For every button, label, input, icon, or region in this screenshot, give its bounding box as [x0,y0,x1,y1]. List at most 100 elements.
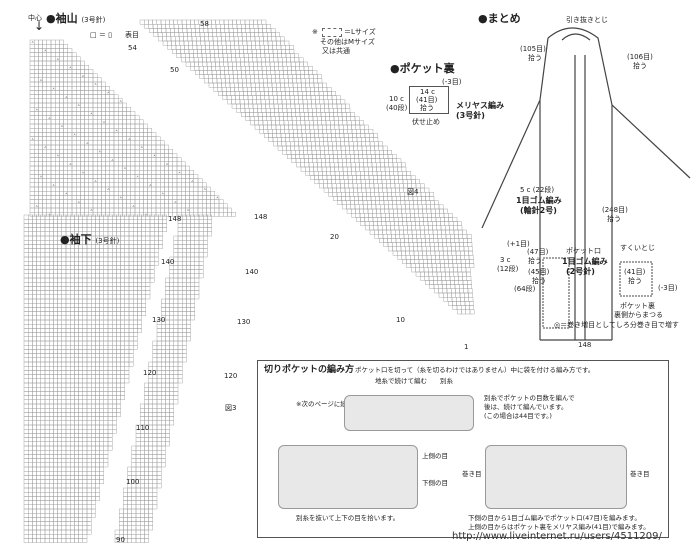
svg-text:ㅅ: ㅅ [35,107,38,111]
size-note-box-icon [322,28,342,37]
svg-text:ㅅ: ㅅ [77,103,80,107]
row-number: 110 [136,424,150,432]
pocket-band-size: 3 c [500,256,511,264]
svg-text:ㅅ: ㅅ [69,162,72,166]
wrap-right-label: 巻き目 [630,470,650,478]
svg-text:ㅅ: ㅅ [73,133,76,137]
svg-text:ㅅ: ㅅ [48,116,51,120]
pocket-detail-count: (41目) [624,268,646,276]
pocket-45: (45目) [528,268,550,276]
pocket-detail-pick: 拾う [628,277,642,285]
svg-text:ㅅ: ㅅ [107,187,110,191]
svg-text:ㅅ: ㅅ [90,208,93,212]
upper-stitch-label: 上側の目 [422,452,448,460]
sleeve-cap-title: ●袖山 (3号針) [46,12,106,25]
row-number: 120 [143,369,157,377]
pocket-back-note-1: ポケット裏 [620,302,655,310]
hood-left-count: (105目) [520,45,546,53]
sleeve-lower-chart [23,214,212,543]
svg-text:ㅅ: ㅅ [186,208,189,212]
row-number: 120 [224,372,238,380]
figure-4-label: 図4 [407,188,419,196]
row-number: 1 [464,343,469,351]
row-number: 140 [245,268,259,276]
hood-left-pick: 拾う [528,54,542,62]
svg-text:ㅅ: ㅅ [39,175,42,179]
svg-text:ㅅ: ㅅ [149,183,152,187]
hood-right-pick: 拾う [633,62,647,70]
svg-text:ㅅ: ㅅ [119,196,122,200]
note-next-page: ※次のページに続く [296,400,354,408]
svg-text:ㅅ: ㅅ [48,212,51,216]
row-number: 58 [200,20,209,28]
row-number: 130 [237,318,251,326]
pocket-47-pick: 拾う [528,257,542,265]
watermark-url: http://www.liveinternet.ru/users/4511209… [452,531,662,542]
band-stitch: 1目ゴム編み [516,196,562,205]
pocket-detail-minus: (-3目) [658,284,678,292]
svg-text:ㅅ: ㅅ [39,78,42,82]
svg-text:ㅅ: ㅅ [107,91,110,95]
pocket-rows: (64段) [514,285,536,293]
bottom-note-1: 下側の目から1目ゴム編みでポケット口(47目)を編みます。 [468,514,641,522]
row-number: 148 [168,215,182,223]
pocket-band-rows: (12段) [497,265,519,273]
pocket-back-width: 14 c [420,88,435,96]
svg-text:ㅅ: ㅅ [52,183,55,187]
pocket-opening-label: ポケット口 [566,247,601,255]
svg-text:ㅅ: ㅅ [56,154,59,158]
hood-seam-label: 引き抜きとじ [566,16,608,24]
svg-text:ㅅ: ㅅ [65,95,68,99]
svg-text:ㅅ: ㅅ [94,82,97,86]
row-number: 20 [330,233,339,241]
end-row: 148 [578,341,592,349]
svg-text:ㅅ: ㅅ [216,196,219,200]
rolled-increase-note: ◎＝巻き増目としてしろ分巻き目で増す [554,321,679,329]
svg-text:ㅅ: ㅅ [52,86,55,90]
pocket-47: (47目) [527,248,549,256]
svg-text:ㅅ: ㅅ [90,112,93,116]
pocket-back-pick: 拾う [420,104,434,112]
yarn-note-2: 後は、続けて編んでいます。 [484,403,568,411]
legend-text: 表目 [125,31,139,39]
svg-text:ㅅ: ㅅ [115,128,118,132]
cut-pocket-intro: ポケット口を切って（糸を切るわけではありません）中に袋を付ける編み方です。 [355,366,595,374]
band-right-pick: 拾う [607,215,621,223]
row-number: 10 [396,316,405,324]
svg-text:ㅅ: ㅅ [132,204,135,208]
row-number: 130 [152,316,166,324]
svg-text:ㅅ: ㅅ [161,191,164,195]
yarn-note-3: (この場合は44目です。) [484,412,552,420]
svg-text:ㅅ: ㅅ [56,57,59,61]
diagonal-chart [139,19,475,315]
svg-text:ㅅ: ㅅ [123,166,126,170]
row-number: 100 [126,478,140,486]
svg-text:ㅅ: ㅅ [98,149,101,153]
row-number: 140 [161,258,175,266]
svg-text:ㅅ: ㅅ [31,137,34,141]
svg-text:ㅅ: ㅅ [136,175,139,179]
band-needle: (輪針2号) [520,206,557,215]
svg-text:ㅅ: ㅅ [44,49,47,53]
svg-text:ㅅ: ㅅ [44,145,47,149]
svg-text:ㅅ: ㅅ [178,170,181,174]
pocket-back-needle: (3号針) [456,111,485,120]
svg-text:ㅅ: ㅅ [203,187,206,191]
pocket-back-title: ●ポケット裏 [390,62,455,75]
note-waste-yarn: 別糸 [440,377,453,385]
illustration-2 [278,445,418,509]
svg-text:ㅅ: ㅅ [128,137,131,141]
svg-text:ㅅ: ㅅ [31,40,34,44]
svg-text:ㅅ: ㅅ [86,141,89,145]
pocket-back-bindoff: 伏せ止め [412,118,440,126]
row-number: 148 [254,213,268,221]
pocket-back-stitches: (41目) [416,96,438,104]
size-note-mark: ※ [312,28,318,36]
arrow-down-icon: ↓ [34,19,45,33]
band-size: 5 c (22段) [520,186,555,194]
svg-text:ㅅ: ㅅ [174,200,177,204]
pocket-back-stitch: メリヤス編み [456,101,504,110]
svg-text:ㅅ: ㅅ [65,191,68,195]
illustration-1 [344,395,474,431]
